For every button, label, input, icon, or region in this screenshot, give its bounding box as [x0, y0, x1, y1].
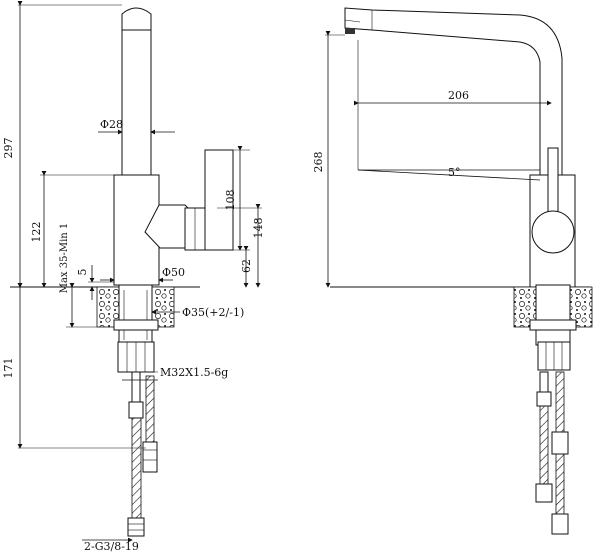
dim-body-diameter: Φ50: [162, 266, 185, 279]
dim-handle-base: 62: [240, 259, 253, 273]
dim-thread: M32X1.5-6g: [160, 366, 228, 379]
dim-below-deck: 171: [2, 358, 15, 379]
threaded-shank-front: [535, 284, 571, 346]
supply-hoses-front: [535, 371, 569, 535]
dim-hose-connection: 2-G3/8-19: [84, 540, 139, 552]
front-view: 268 206 5°: [312, 7, 593, 535]
spray-outlet: [345, 28, 355, 34]
supply-hoses: [127, 371, 158, 537]
dim-total-height: 297: [2, 138, 15, 159]
dim-handle-total: 148: [252, 218, 265, 239]
dim-hole-diameter: Φ35(+2/-1): [182, 306, 244, 319]
dim-spout-diameter: Φ28: [100, 118, 123, 131]
dim-handle-height: 108: [224, 190, 237, 211]
dim-body-height: 122: [30, 222, 43, 243]
handle-top: [204, 149, 234, 251]
spout-head: [121, 7, 152, 31]
dim-deck-thickness: Max 35-Min 1: [59, 223, 70, 294]
dim-spout-height: 268: [312, 152, 325, 173]
threaded-shank: [118, 284, 153, 346]
dim-spout-angle: 5°: [448, 166, 461, 179]
dim-reach: 206: [448, 89, 469, 102]
mounting-nut-front: [529, 319, 577, 331]
spout-column: [121, 29, 152, 176]
dim-base-offset: 5: [76, 269, 89, 276]
mounting-nut: [113, 319, 159, 331]
side-view: 297 171 122 Max 35-Min 1 5 Φ28 Φ50 108: [2, 1, 265, 552]
lever-knob: [531, 210, 575, 254]
